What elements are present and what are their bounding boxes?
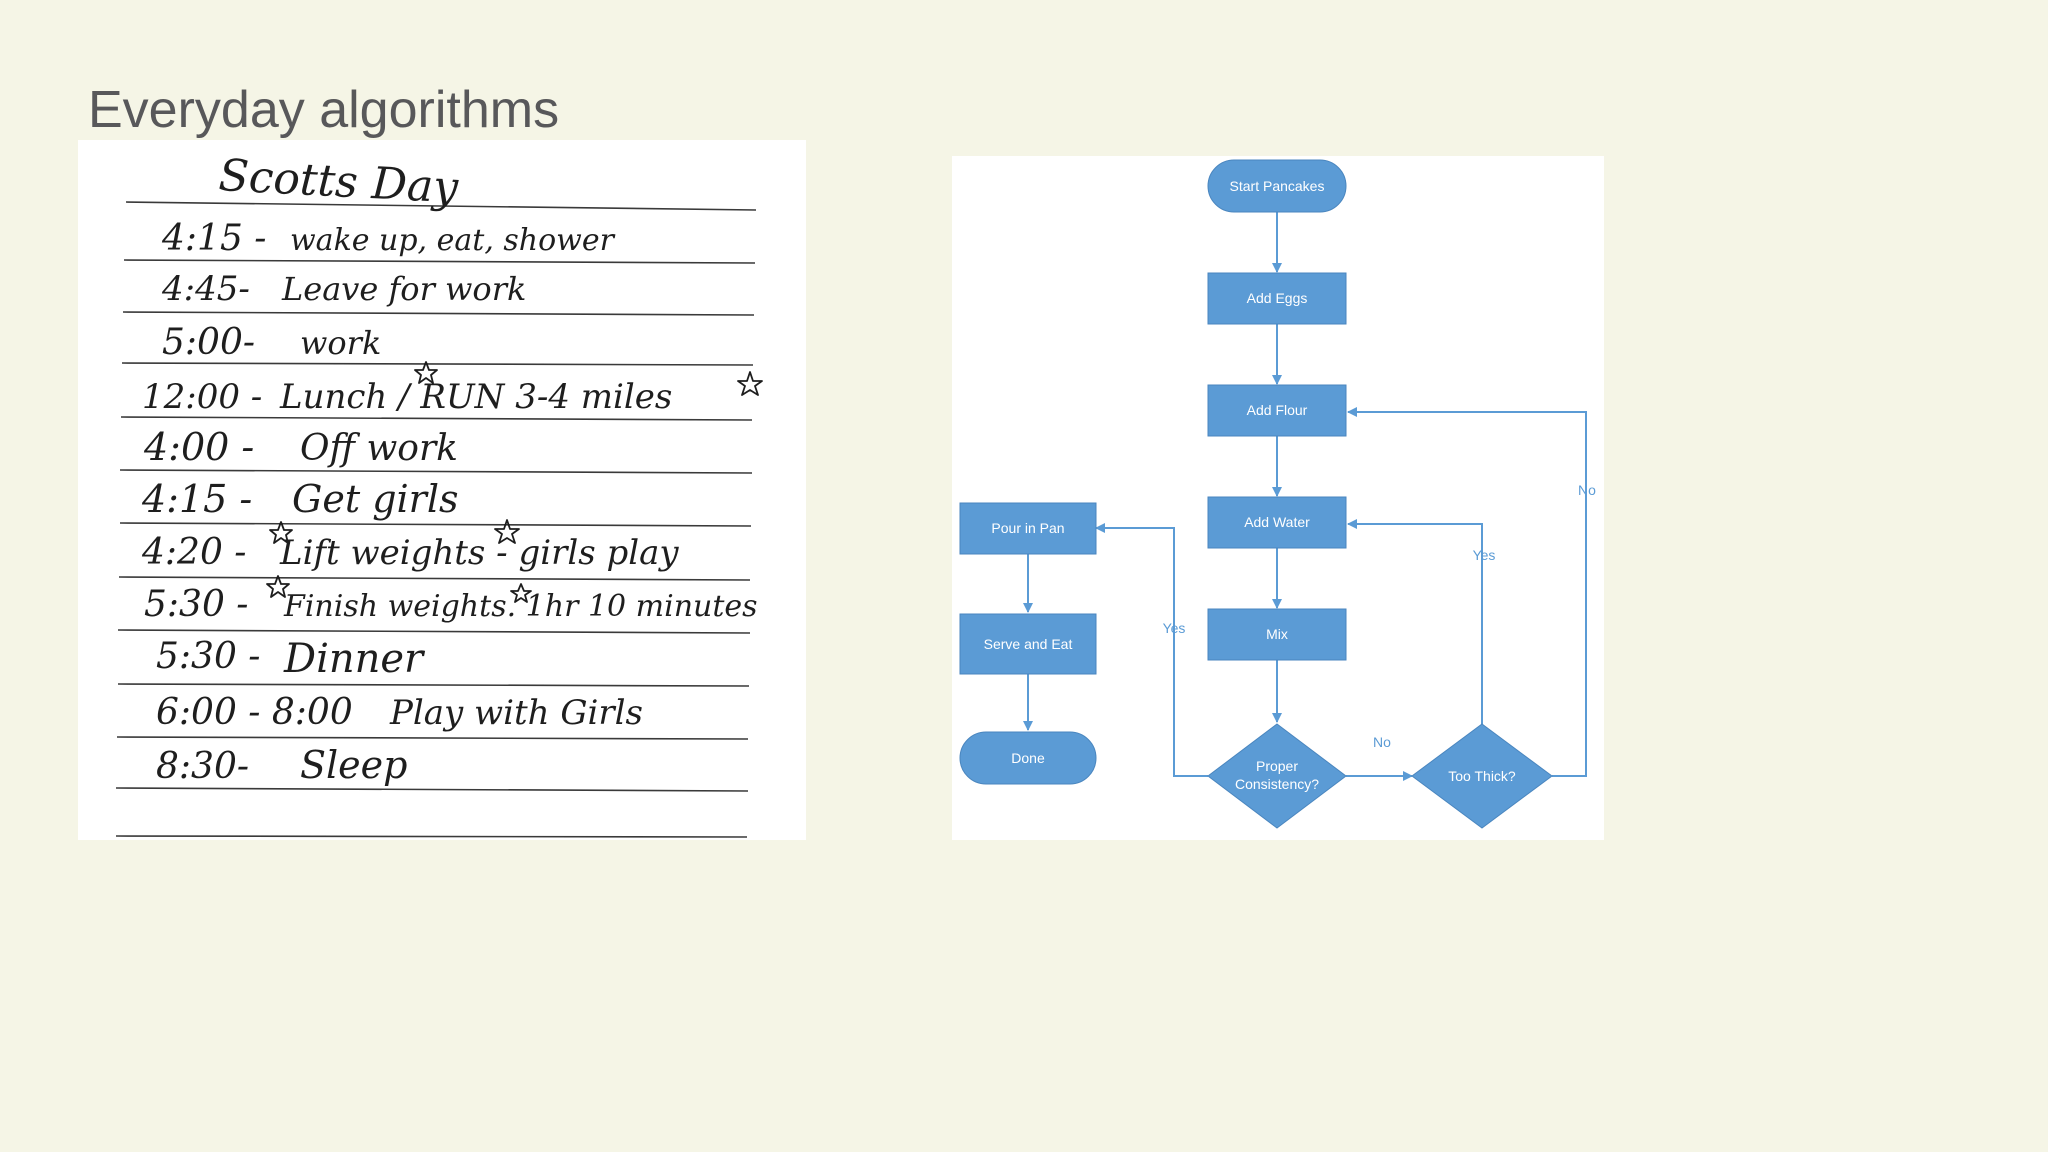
handwritten-schedule: Scotts Day 4:15 - wake up, eat, shower 4… <box>115 150 763 838</box>
edge-consistency-yes <box>1095 523 1208 777</box>
pancake-flowchart: Yes No Yes No Start Pancakes Add Eggs Ad… <box>959 159 1596 829</box>
rule-line <box>123 259 756 264</box>
rule-line <box>115 787 749 792</box>
done-label: Done <box>1011 750 1045 766</box>
rule-line <box>122 311 755 316</box>
edge-thick-no <box>1347 407 1587 777</box>
edge-label-no: No <box>1373 734 1391 750</box>
star-icon <box>737 371 763 396</box>
entry-time: 5:00- <box>162 322 255 363</box>
add-flour-label: Add Flour <box>1247 402 1308 418</box>
add-water-node: Add Water <box>1207 496 1347 549</box>
entry-text: Off work <box>300 428 458 469</box>
rule-line <box>117 629 751 634</box>
add-eggs-label: Add Eggs <box>1247 290 1308 306</box>
slide-title: Everyday algorithms <box>88 81 560 139</box>
too-thick-decision: Too Thick? <box>1411 723 1553 829</box>
entry-text: Dinner <box>283 636 426 682</box>
star-icon <box>510 583 532 603</box>
rule-line <box>121 362 754 366</box>
add-eggs-node: Add Eggs <box>1207 272 1347 325</box>
mix-node: Mix <box>1207 608 1347 661</box>
entry-time: 4:20 - <box>141 532 246 573</box>
entry-text: Get girls <box>292 477 459 521</box>
notebook-rules <box>115 201 757 838</box>
pour-in-pan-label: Pour in Pan <box>991 520 1064 536</box>
entry-text: Finish weights. 1hr 10 minutes <box>283 589 758 624</box>
proper-consistency-decision: Proper Consistency? <box>1207 723 1347 829</box>
entry-time: 5:30 - <box>156 636 260 677</box>
entry-time: 4:15 - <box>141 477 252 521</box>
start-node-label: Start Pancakes <box>1230 178 1325 194</box>
entry-time: 4:00 - <box>143 425 254 469</box>
rule-line <box>120 416 753 421</box>
entry-text: work <box>300 324 381 362</box>
serve-and-eat-node: Serve and Eat <box>959 613 1097 675</box>
handwritten-schedule-panel: Scotts Day 4:15 - wake up, eat, shower 4… <box>78 140 806 840</box>
entry-time: 5:30 - <box>144 584 248 625</box>
edge-thick-yes <box>1347 519 1483 724</box>
rule-line <box>117 683 750 687</box>
pancake-flowchart-panel: Yes No Yes No Start Pancakes Add Eggs Ad… <box>952 156 1604 840</box>
rule-line <box>125 201 757 211</box>
entry-text: Leave for work <box>281 270 526 308</box>
notes-heading: Scotts Day <box>217 150 460 214</box>
edge-label-yes: Yes <box>1473 547 1496 563</box>
serve-and-eat-label: Serve and Eat <box>984 636 1073 652</box>
add-flour-node: Add Flour <box>1207 384 1347 437</box>
rule-line <box>119 522 752 527</box>
entry-text: Sleep <box>300 743 408 787</box>
pour-in-pan-node: Pour in Pan <box>959 502 1097 555</box>
entry-time: 4:45- <box>161 269 250 309</box>
entry-time: 6:00 - 8:00 <box>156 692 353 733</box>
done-node: Done <box>959 731 1097 785</box>
rule-line <box>119 469 753 474</box>
edge-label-yes: Yes <box>1163 620 1186 636</box>
add-water-label: Add Water <box>1244 514 1310 530</box>
star-icon <box>414 361 438 384</box>
start-node: Start Pancakes <box>1207 159 1347 213</box>
flow-edges <box>1023 212 1587 781</box>
entry-text: wake up, eat, shower <box>290 223 616 258</box>
mix-label: Mix <box>1266 626 1288 642</box>
star-icon <box>494 519 520 544</box>
entry-time: 12:00 - <box>142 377 262 417</box>
entry-text: Lunch / RUN 3-4 miles <box>279 377 672 417</box>
star-icon <box>269 521 293 544</box>
entry-time: 8:30- <box>156 746 249 787</box>
rule-line <box>116 736 749 740</box>
rule-line <box>115 835 748 838</box>
star-icon <box>266 575 290 598</box>
edge-label-no: No <box>1578 482 1596 498</box>
too-thick-label: Too Thick? <box>1448 768 1516 784</box>
entry-text: Play with Girls <box>389 693 643 733</box>
proper-consistency-label: Proper <box>1256 758 1298 774</box>
entry-text: Lift weights - girls play <box>279 533 679 573</box>
rule-line <box>118 576 751 581</box>
entry-time: 4:15 - <box>161 218 266 259</box>
proper-consistency-label: Consistency? <box>1235 776 1319 792</box>
